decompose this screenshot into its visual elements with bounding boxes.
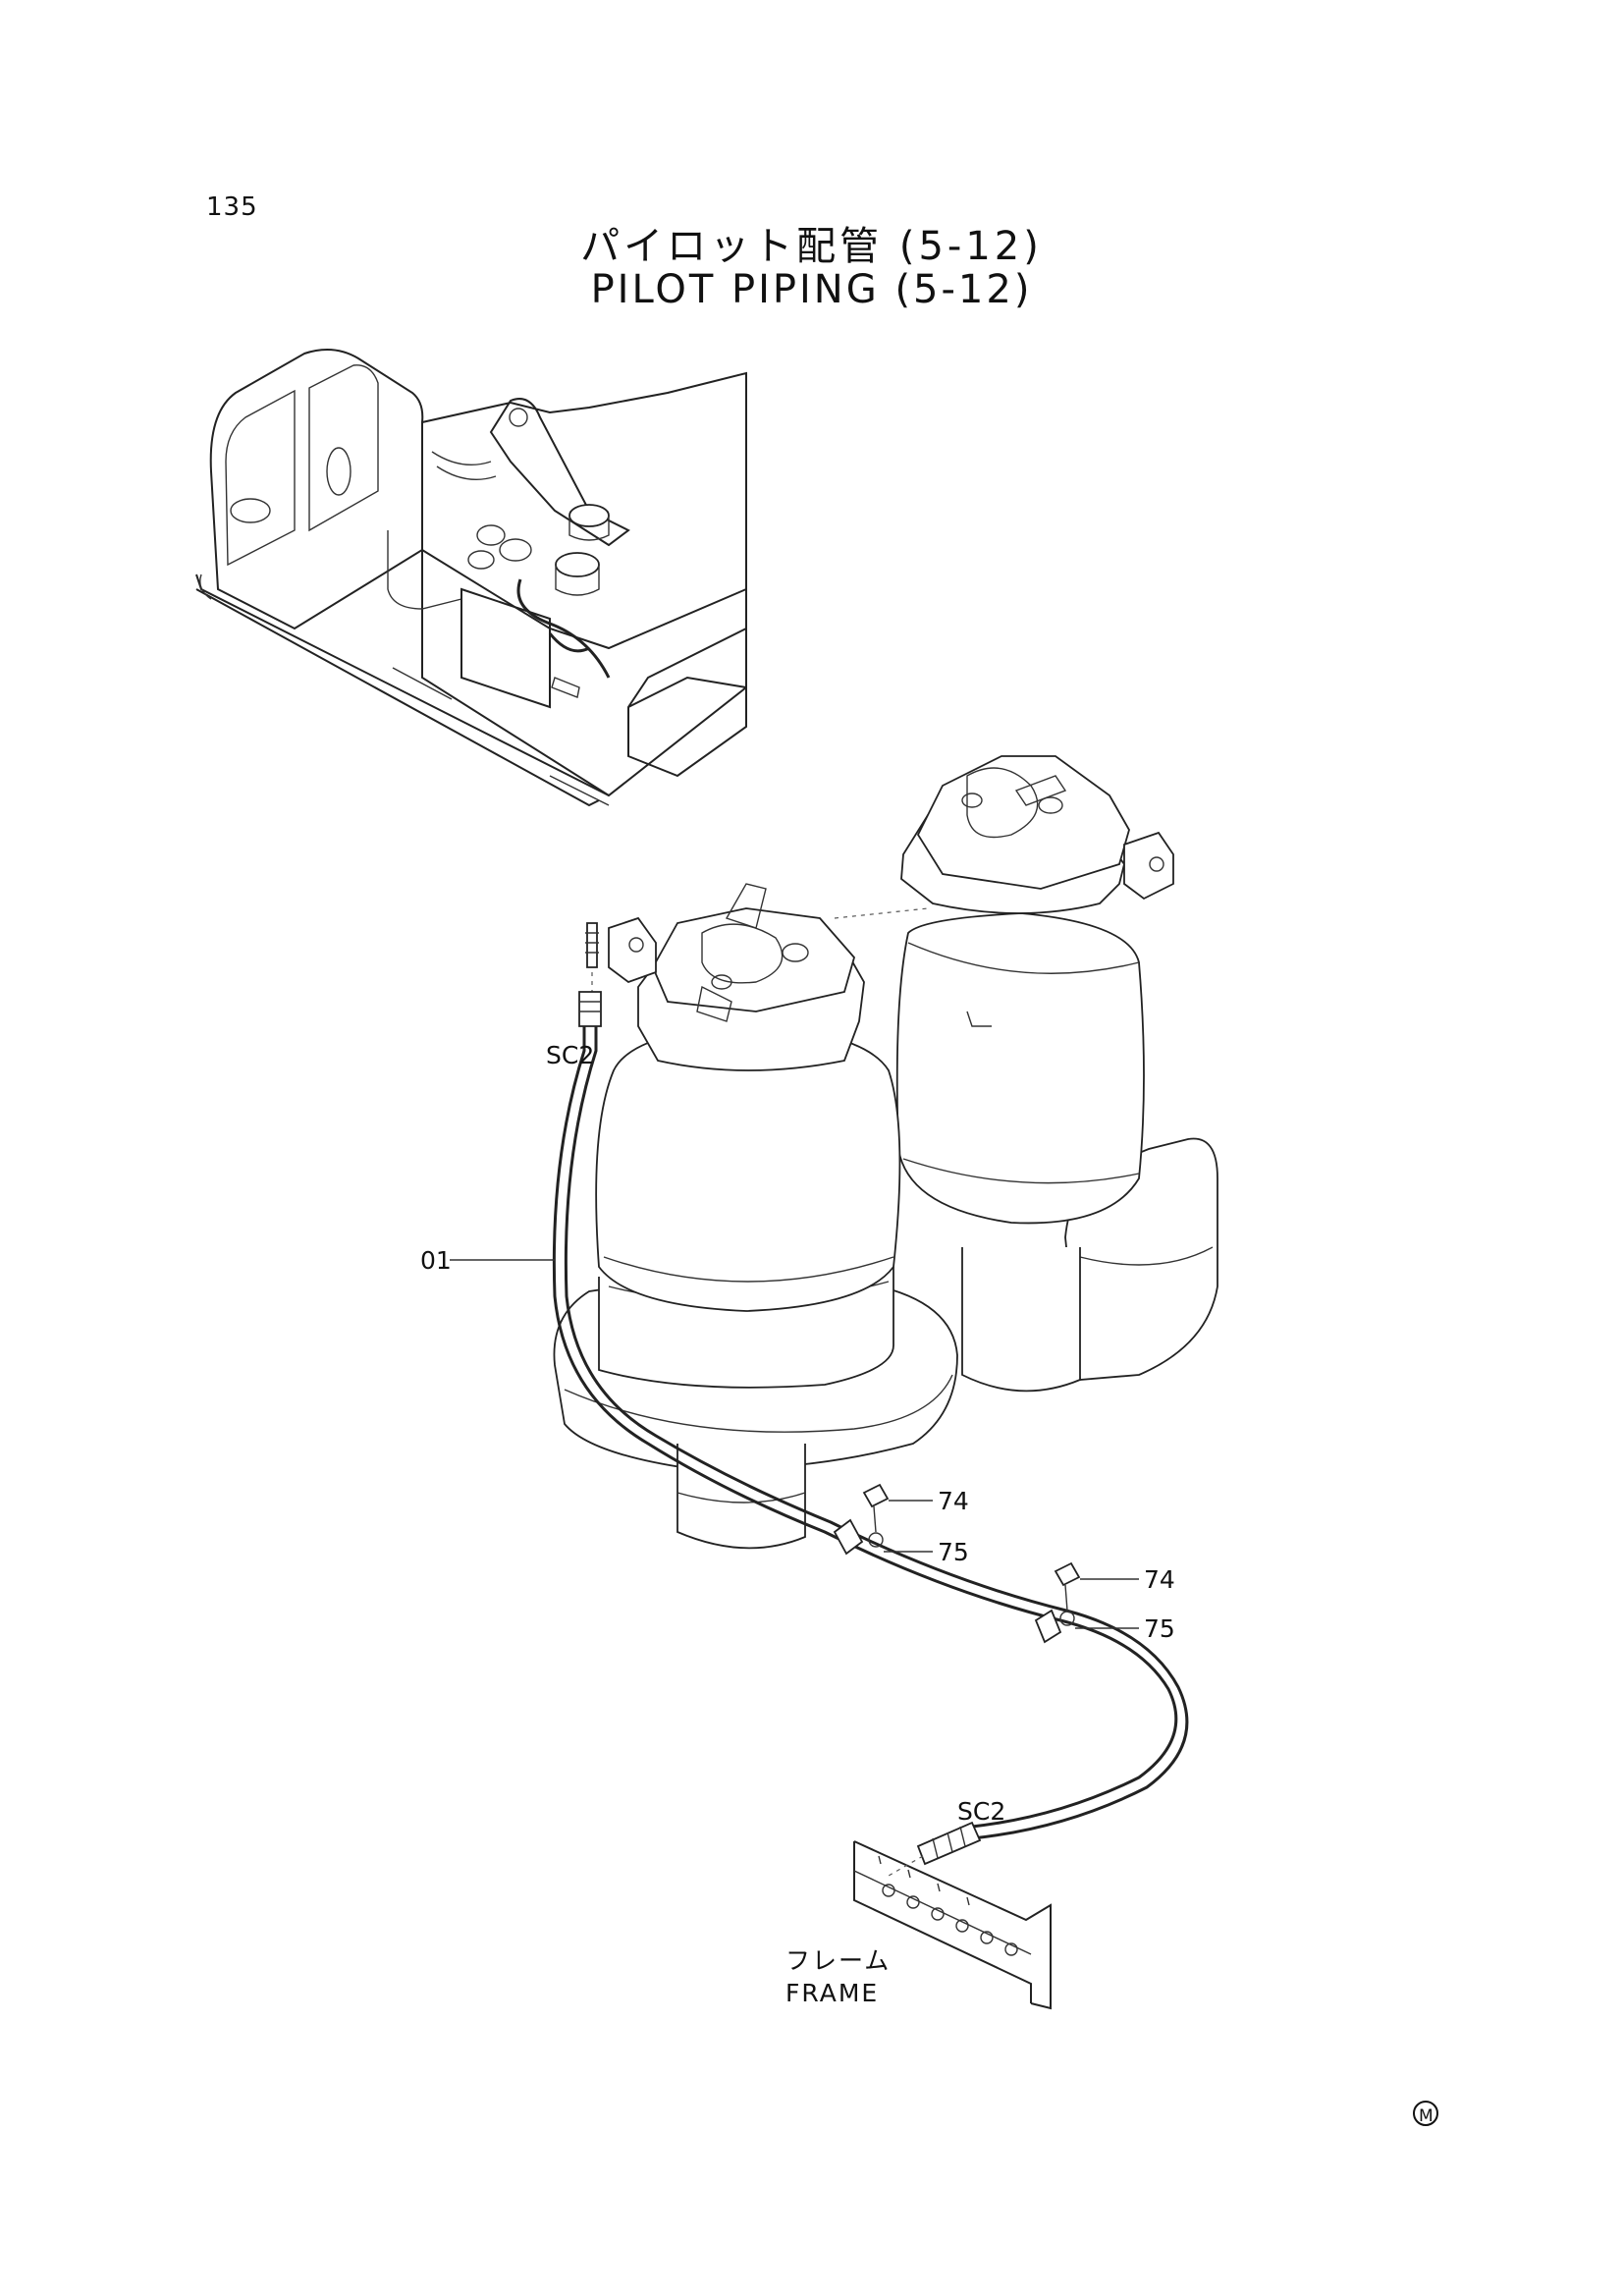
page-number: 135 [206, 192, 258, 222]
page-title-jp: パイロット配管 (5-12) [580, 224, 1043, 269]
callout-washer-75-lower: 75 [1144, 1614, 1175, 1643]
bolt-74-lower [1054, 1561, 1081, 1626]
circled-m-letter: M [1419, 2106, 1434, 2126]
callout-fitting-sc2-bottom: SC2 [957, 1797, 1005, 1826]
callout-bolt-74-upper: 74 [938, 1487, 969, 1515]
callout-hose-01: 01 [420, 1246, 452, 1275]
callout-bolt-74-lower: 74 [1144, 1565, 1175, 1594]
frame-label-en: FRAME [785, 1979, 879, 2007]
frame-illustration [853, 1840, 1052, 2010]
callout-washer-75-upper: 75 [938, 1538, 969, 1566]
callout-fitting-sc2-top: SC2 [546, 1041, 594, 1069]
pilot-hose-01 [552, 991, 1189, 1866]
swing-motor-rear [895, 755, 1218, 1393]
bolt-74-upper [862, 1483, 890, 1548]
machine-overview-illustration [195, 349, 747, 807]
page-title-en: PILOT PIPING (5-12) [590, 267, 1033, 312]
swing-motor-front [553, 883, 958, 1550]
frame-label-jp: フレーム [785, 1946, 891, 1975]
circled-m-mark: M [1413, 2101, 1438, 2126]
